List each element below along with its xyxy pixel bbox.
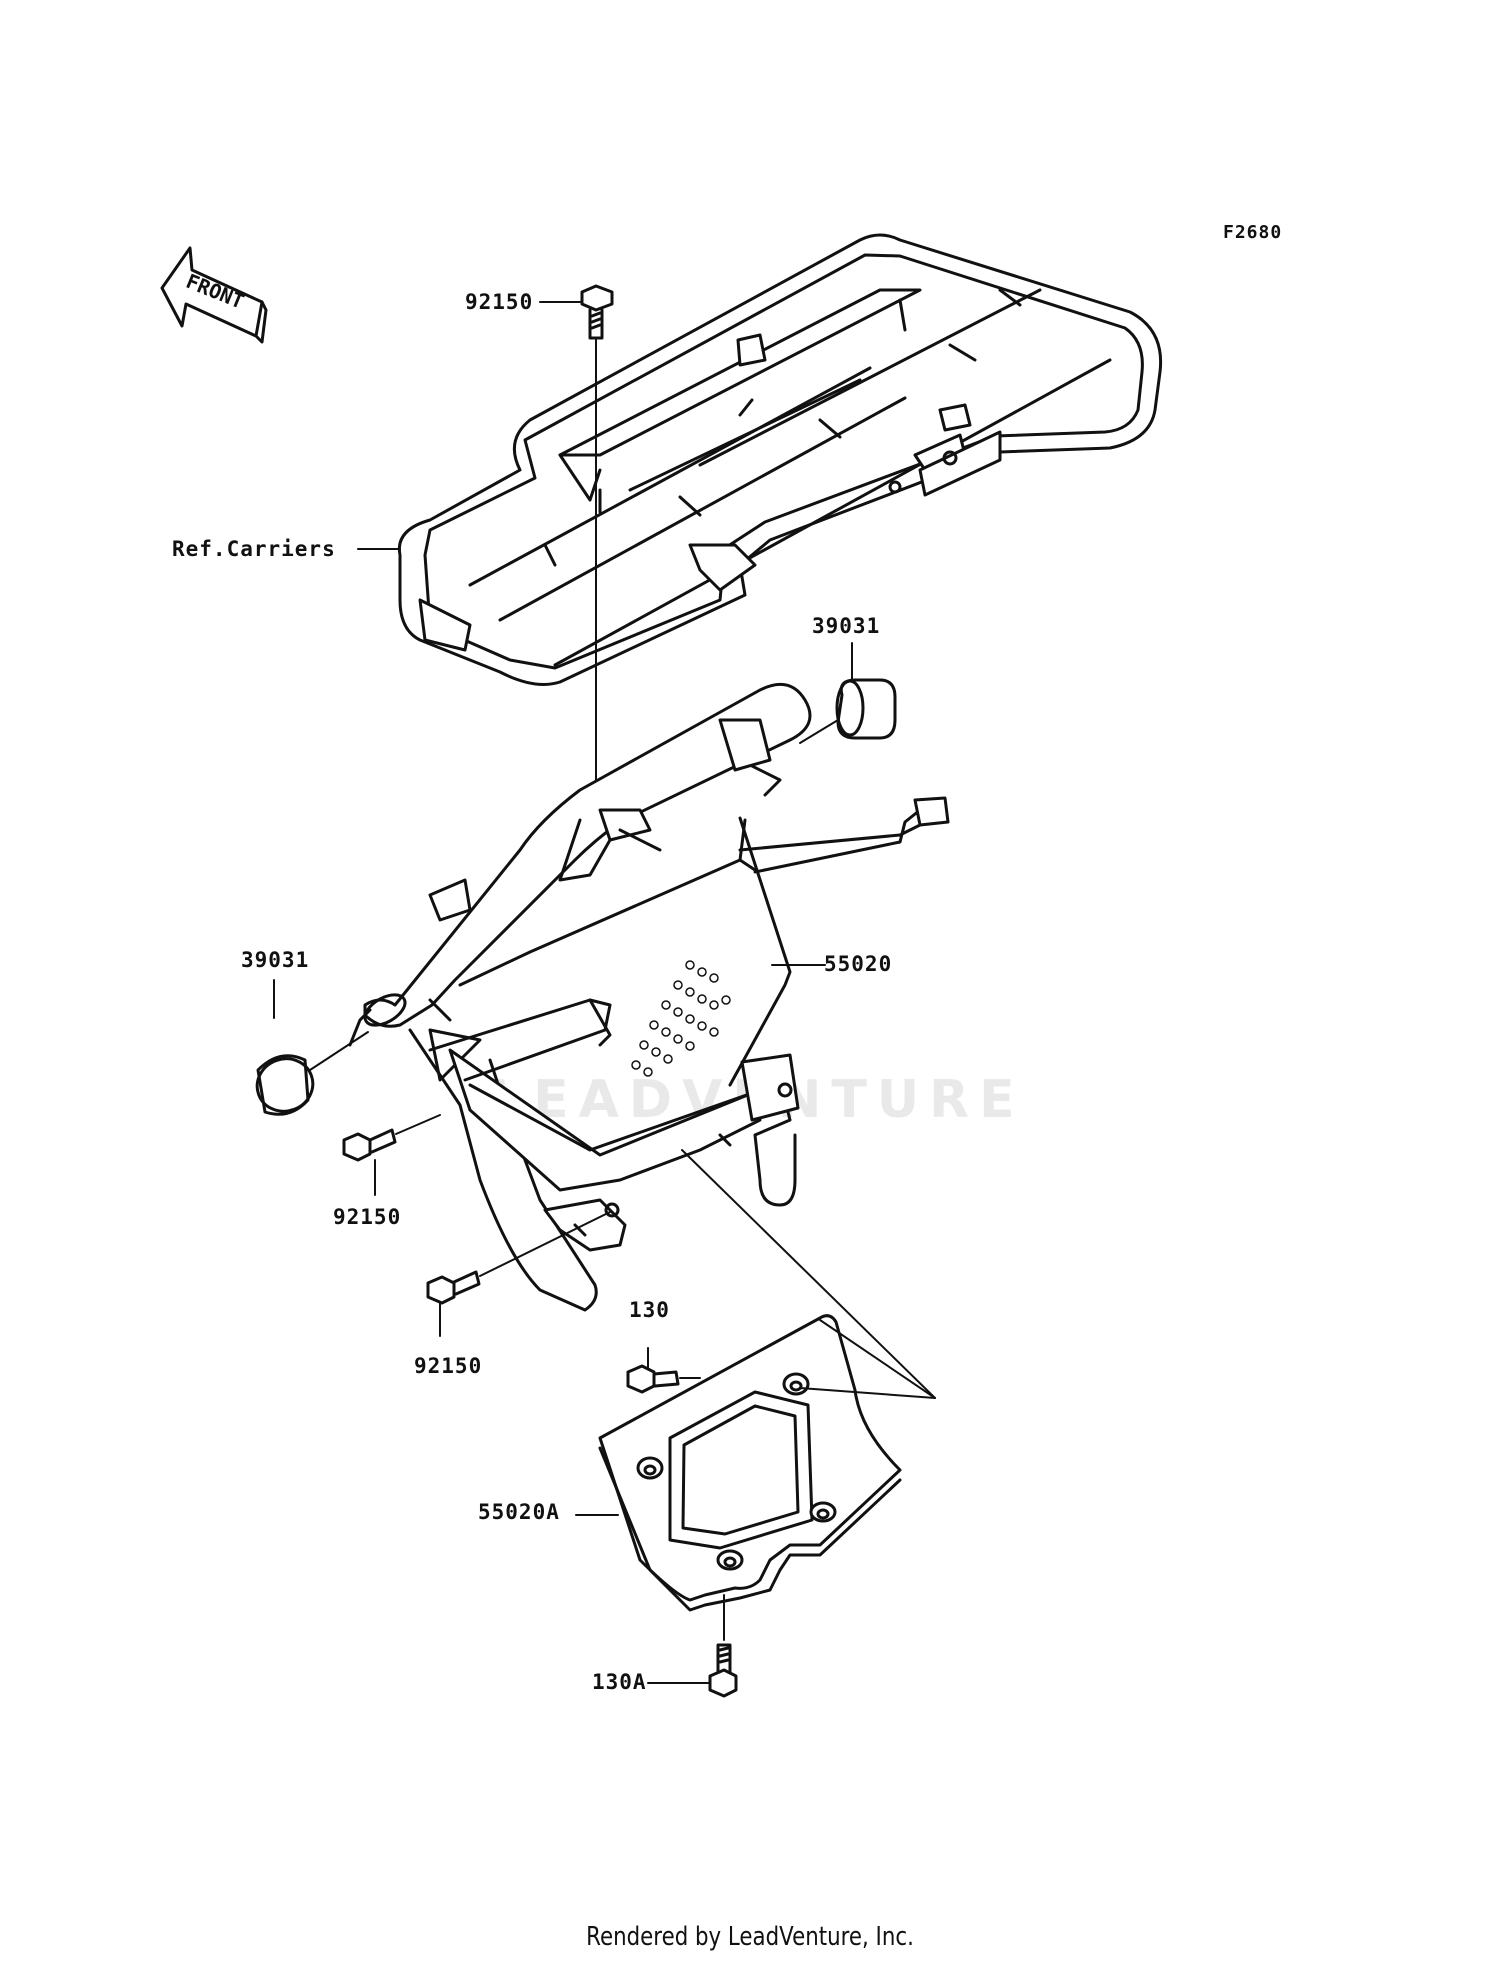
callout-cap-left: 39031	[241, 948, 310, 972]
footer-credit: Rendered by LeadVenture, Inc.	[586, 1922, 914, 1952]
callout-bolt-low: 92150	[414, 1354, 483, 1378]
callout-bolt-130: 130	[629, 1298, 670, 1322]
bolt-low	[426, 1270, 481, 1305]
cap-left	[255, 1054, 315, 1116]
callout-guard: 55020	[824, 952, 893, 976]
callout-bolt-mid: 92150	[333, 1205, 402, 1229]
bolt-130	[626, 1364, 680, 1394]
callout-bolt-top: 92150	[465, 290, 534, 314]
figure-code: F2680	[1223, 222, 1283, 243]
bolt-130a	[708, 1643, 738, 1698]
carrier-rack	[397, 233, 1163, 686]
cap-right	[835, 678, 897, 740]
front-arrow-icon: FRONT	[160, 246, 268, 344]
guard-frame	[348, 682, 950, 1312]
callout-bolt-130a: 130A	[592, 1670, 647, 1694]
callout-ref-carriers: Ref.Carriers	[172, 537, 336, 561]
callout-cap-right: 39031	[812, 614, 881, 638]
skid-plate	[598, 1314, 902, 1612]
callout-skid-plate: 55020A	[478, 1500, 560, 1524]
bolt-mid	[342, 1128, 397, 1162]
bolt-top	[580, 284, 614, 340]
